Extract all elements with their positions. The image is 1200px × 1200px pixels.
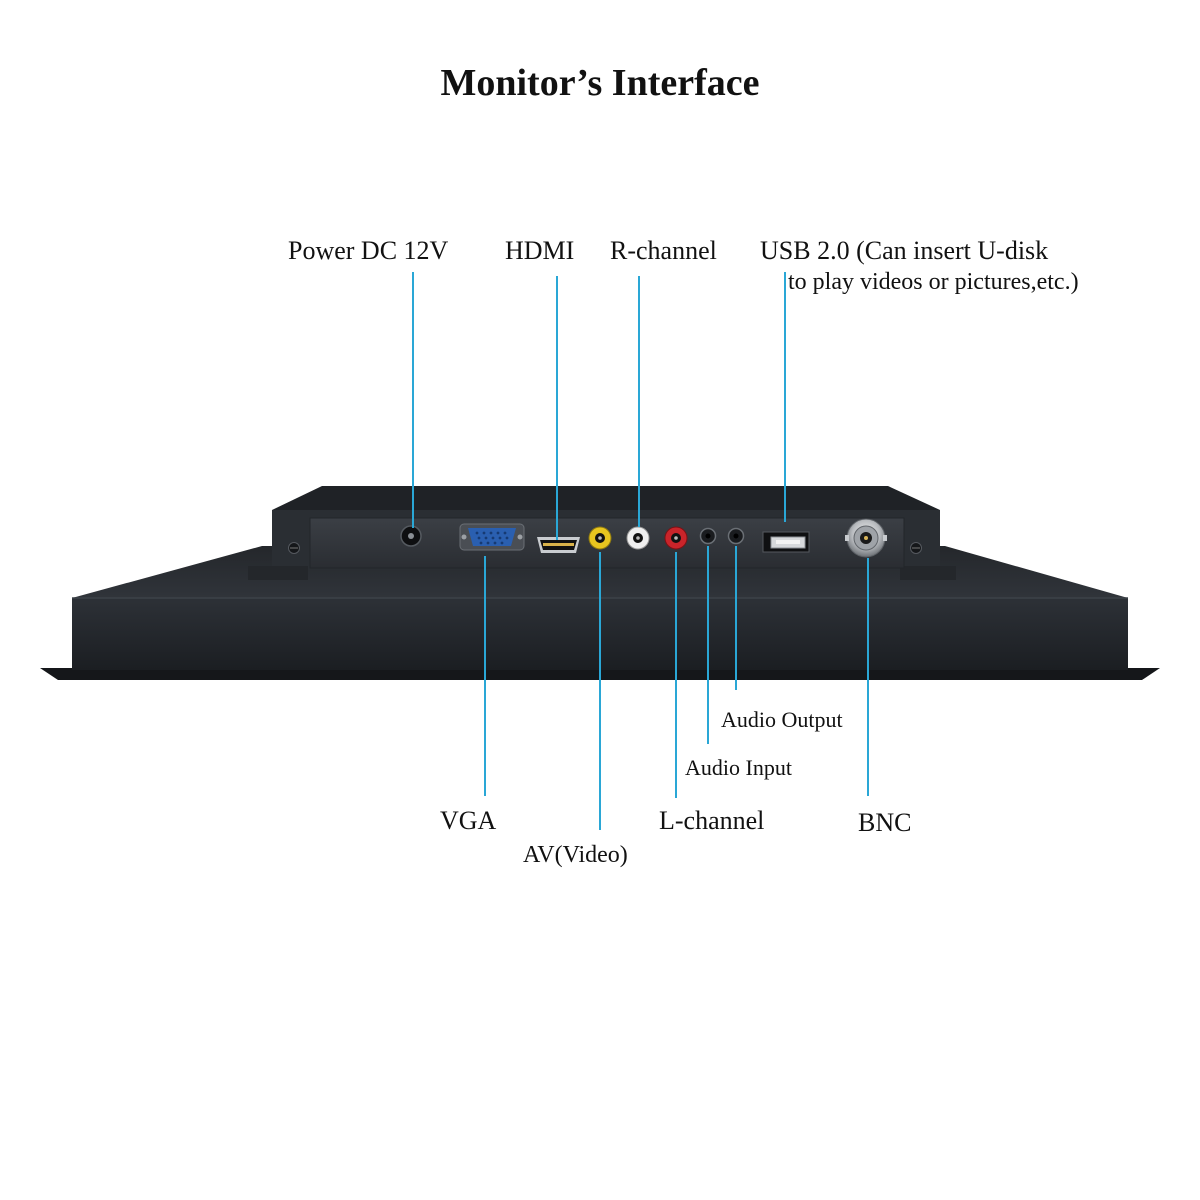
mount-tab-right [900, 566, 956, 580]
label-audio-input: Audio Input [685, 755, 792, 780]
rca-white-icon [626, 526, 650, 550]
port-labels: Power DC 12V HDMI R-channel USB 2.0 (Can… [288, 236, 1079, 868]
ports [400, 518, 887, 558]
label-usb-line2: to play videos or pictures,etc.) [788, 269, 1079, 295]
usb-port-icon [762, 531, 810, 553]
hdmi-port-icon [537, 537, 580, 553]
mount-tab-left [248, 566, 308, 580]
label-av-video: AV(Video) [523, 842, 628, 868]
audio-jack-icon [727, 527, 745, 545]
screw-icon [910, 542, 922, 554]
callout-lines [412, 272, 869, 830]
label-power: Power DC 12V [288, 236, 449, 265]
screw-icon [288, 542, 300, 554]
label-vga: VGA [440, 806, 497, 835]
label-l-channel: L-channel [659, 806, 764, 835]
label-usb-line1: USB 2.0 (Can insert U-disk [760, 236, 1048, 265]
rca-red-icon [664, 526, 688, 550]
rear-box-top [272, 486, 940, 510]
label-r-channel: R-channel [610, 236, 717, 265]
label-hdmi: HDMI [505, 236, 574, 265]
bnc-connector-icon [845, 518, 887, 558]
dc-jack-icon [400, 525, 422, 547]
audio-jack-icon [699, 527, 717, 545]
label-bnc: BNC [858, 808, 911, 837]
label-audio-output: Audio Output [721, 707, 843, 732]
rca-yellow-icon [588, 526, 612, 550]
vga-port-icon [459, 523, 525, 551]
page-title: Monitor’s Interface [441, 62, 760, 104]
